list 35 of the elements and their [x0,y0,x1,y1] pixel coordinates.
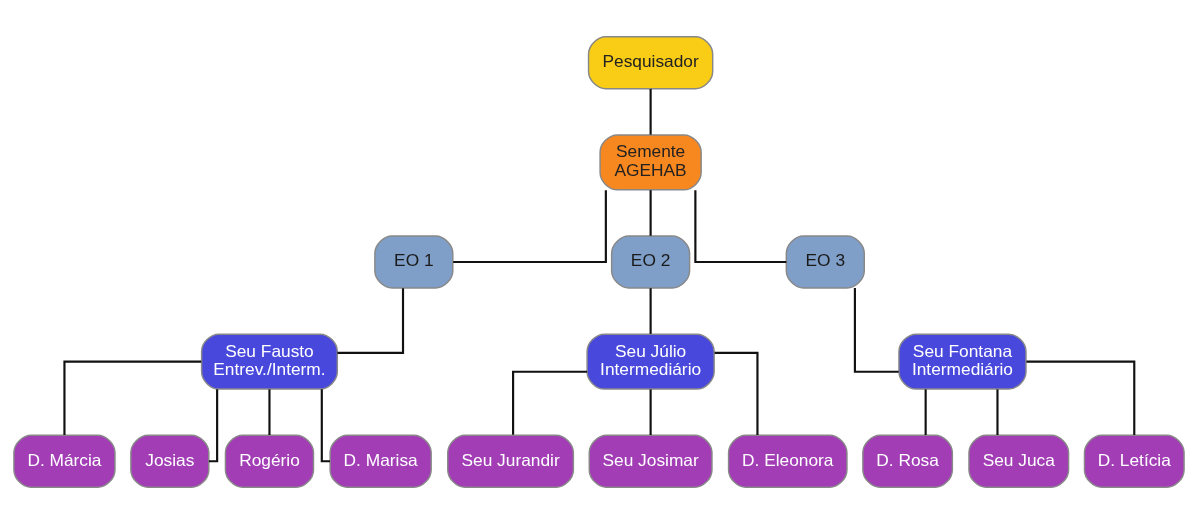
connector [996,389,999,435]
node-box: Seu Fontana Intermediário [898,333,1027,390]
connector [853,288,899,373]
node-box: Seu Josimar [588,434,713,488]
connector [649,389,652,435]
node-box: D. Eleonora [727,434,848,488]
node-box: D. Letícia [1083,434,1185,488]
node-box: Seu Fausto Entrev./Interm. [200,333,339,390]
connector [649,190,652,236]
node-box: Rogério [224,434,315,488]
node-box: Pesquisador [587,36,714,90]
node-box: Seu Júlio Intermediário [586,333,715,390]
connector [512,370,588,435]
connector [63,360,202,436]
node-box: D. Márcia [13,434,116,488]
connector [649,88,652,135]
connector [268,389,271,435]
connector [924,389,927,435]
node-box: Seu Juca [968,434,1070,488]
connector [320,389,330,463]
connector [649,288,652,334]
connector [694,190,787,264]
node-box: EO 2 [610,235,691,289]
node-box: Semente AGEHAB [599,134,702,191]
connector [337,288,405,355]
node-box: D. Marisa [329,434,432,488]
node-box: D. Rosa [862,434,954,488]
connector [208,389,219,463]
node-box: EO 1 [374,235,454,289]
connector [1026,360,1136,436]
node-box: Josias [130,434,210,488]
connector [453,190,607,264]
node-box: EO 3 [785,235,865,289]
connector [714,351,759,435]
node-box: Seu Jurandir [447,434,575,488]
